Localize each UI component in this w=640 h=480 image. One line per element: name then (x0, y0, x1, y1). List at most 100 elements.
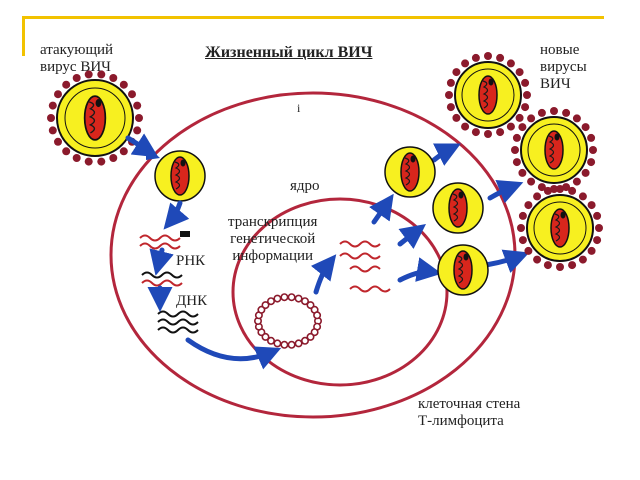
envelope-spike (521, 103, 530, 112)
attacking-virus-label: атакующий вирус ВИЧ (40, 42, 114, 75)
envelope-spike (446, 103, 455, 112)
arrowhead-fills (146, 145, 160, 160)
dna-bead (313, 311, 322, 320)
envelope-spike (461, 59, 470, 68)
envelope-spike (97, 70, 106, 79)
transcription-label: транскрипция генетической информации (228, 214, 318, 264)
envelope-spike (133, 126, 142, 135)
dna-bead (294, 339, 303, 348)
slide-frame-top (22, 16, 604, 19)
envelope-spike (84, 70, 93, 79)
new-virus-3 (517, 185, 603, 271)
envelope-spike (84, 157, 93, 166)
assembling-virus-3 (438, 245, 488, 295)
dna-bead (294, 294, 303, 303)
envelope-spike (496, 53, 505, 62)
envelope-spike (587, 158, 596, 167)
envelope-spike (521, 78, 530, 87)
rna-dna-hybrid (141, 271, 183, 287)
envelope-spike (562, 183, 571, 192)
envelope-spike (587, 133, 596, 142)
envelope-spike (512, 133, 521, 142)
small-mark: і (297, 101, 301, 115)
envelope-spike (506, 59, 515, 68)
envelope-spike (452, 113, 461, 122)
envelope-spike (445, 91, 453, 99)
envelope-spike (496, 128, 505, 137)
envelope-spike (62, 80, 71, 89)
dna-ring (253, 293, 322, 349)
envelope-spike (47, 114, 55, 122)
dna-bead (266, 297, 275, 306)
dna-strand (157, 310, 199, 334)
envelope-spike (72, 154, 81, 162)
envelope-spike (593, 211, 602, 220)
envelope-spike (471, 128, 480, 137)
envelope-spike (506, 122, 515, 131)
nucleus-membrane (231, 197, 449, 387)
envelope-spike (515, 113, 524, 122)
entering-virus (155, 151, 205, 201)
envelope-spike (524, 201, 533, 210)
envelope-spike (484, 130, 492, 138)
envelope-spike (515, 68, 524, 77)
envelope-spike (572, 114, 581, 123)
mrna-copies (339, 240, 391, 293)
envelope-spike (135, 114, 143, 122)
envelope-spike (461, 122, 470, 131)
envelope-spike (133, 101, 142, 110)
envelope-spike (128, 90, 136, 99)
envelope-spike (484, 52, 492, 60)
envelope-spike (587, 246, 596, 255)
envelope-spike (72, 74, 81, 82)
envelope-spike (119, 147, 128, 156)
envelope-spike (537, 183, 546, 192)
assembling-virus-2 (433, 183, 483, 233)
envelope-spike (527, 177, 536, 186)
dna-label: ДНК (176, 293, 208, 309)
dna-bead (301, 336, 310, 345)
dna-bead (280, 340, 289, 349)
envelope-spike (452, 68, 461, 77)
envelope-spike (511, 146, 519, 154)
envelope-spike (572, 177, 581, 186)
envelope-spike (533, 255, 542, 264)
envelope-spike (527, 114, 536, 123)
envelope-spike (587, 201, 596, 210)
envelope-spike (550, 185, 558, 193)
diagram-title: Жизненный цикл ВИЧ (205, 44, 373, 61)
envelope-spike (54, 90, 62, 99)
envelope-spike (562, 108, 571, 117)
envelope-spike (556, 185, 564, 193)
envelope-spike (518, 168, 527, 177)
nucleus-label: ядро (290, 178, 320, 194)
new-viruses-label: новые вирусы ВИЧ (540, 42, 587, 92)
envelope-spike (518, 211, 527, 220)
rna-strand (139, 231, 190, 250)
dna-bead (287, 340, 296, 349)
envelope-spike (512, 158, 521, 167)
envelope-spike (543, 261, 552, 270)
envelope-spike (109, 74, 118, 82)
envelope-spike (589, 146, 597, 154)
envelope-spike (109, 154, 118, 162)
envelope-spike (471, 53, 480, 62)
envelope-spike (48, 101, 57, 110)
envelope-spike (578, 192, 587, 201)
new-virus-1 (445, 52, 531, 138)
envelope-spike (581, 123, 590, 132)
dna-bead (266, 336, 275, 345)
envelope-spike (446, 78, 455, 87)
envelope-spike (48, 126, 57, 135)
envelope-spike (543, 186, 552, 195)
envelope-spike (517, 224, 525, 232)
dna-bead (301, 297, 310, 306)
dna-bead (287, 293, 296, 302)
envelope-spike (568, 186, 577, 195)
envelope-spike (581, 168, 590, 177)
dna-bead (306, 332, 315, 341)
dna-bead (261, 301, 270, 310)
attacking-virus (47, 70, 143, 166)
envelope-spike (593, 236, 602, 245)
